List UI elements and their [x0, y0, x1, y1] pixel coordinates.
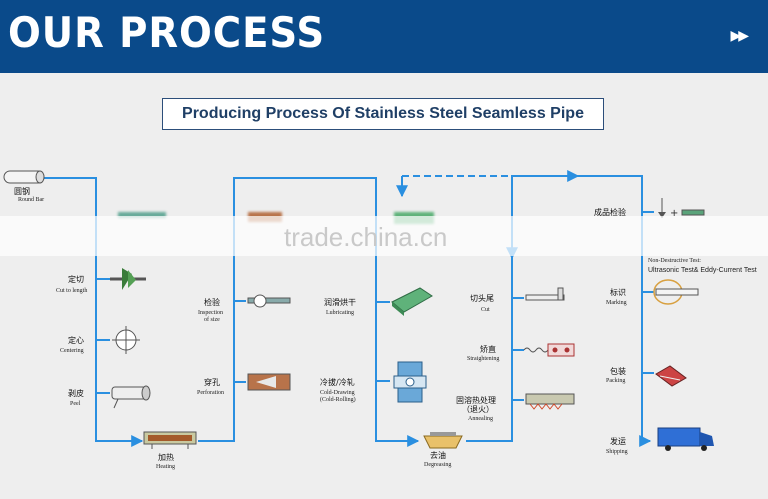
cut-to-length-zh: 定切 — [68, 274, 84, 284]
heating-furnace-icon — [143, 431, 197, 449]
marking-zh: 标识 — [610, 287, 626, 297]
cut-zh: 切头尾 — [470, 293, 494, 303]
finished-inspection-icon: + — [658, 198, 705, 219]
inspection-en2: of size — [204, 316, 220, 323]
double-chevron-right-icon[interactable]: ▶▶ — [730, 28, 748, 44]
lubricating-en: Lubricating — [326, 310, 354, 316]
marking-icon — [653, 279, 699, 305]
watermark-text: trade.china.cn — [284, 222, 448, 252]
perforation-en: Perforation — [197, 389, 224, 396]
peel-zh: 剥皮 — [68, 388, 84, 398]
annealing-en: Annealing — [468, 416, 493, 422]
cut-to-length-icon — [110, 268, 146, 290]
packing-zh: 包装 — [610, 366, 626, 376]
cold-drawing-en2: (Cold-Rolling) — [320, 396, 356, 403]
lubricating-rack-icon — [391, 287, 433, 316]
page-title: OUR PROCESS — [8, 8, 326, 57]
flow-line-col4 — [578, 175, 652, 447]
straightening-icon — [523, 343, 575, 357]
inspection-zh: 检验 — [204, 297, 220, 307]
cold-drawing-zh: 冷拔/冷轧 — [320, 377, 355, 387]
annealing-zh1: 固溶热处理 — [456, 395, 496, 405]
round-bar-en: Round Bar — [18, 197, 44, 203]
flow-line-col1 — [28, 177, 144, 447]
centering-zh: 定心 — [68, 335, 84, 345]
tests-line2: Ultrasonic Test& Eddy-Current Test — [648, 267, 757, 274]
header-banner: OUR PROCESS ▶▶ — [0, 0, 768, 73]
flow-line-col3 — [466, 170, 580, 442]
flow-line-col2 — [198, 177, 420, 447]
lubricating-zh: 润滑烘干 — [324, 297, 356, 307]
degreasing-tank-icon — [423, 432, 463, 449]
perforation-zh: 穿孔 — [204, 377, 220, 387]
tests-line1: Non-Destructive Test: — [648, 258, 701, 264]
straightening-zh: 矫直 — [480, 344, 496, 354]
centering-icon — [112, 326, 140, 354]
peel-en: Peel — [70, 401, 81, 407]
round-bar-icon — [3, 170, 45, 184]
centering-en: Centering — [60, 348, 84, 354]
inspection-en1: Inspection — [198, 310, 223, 316]
peel-icon — [111, 385, 151, 409]
perforation-icon — [247, 373, 291, 391]
annealing-zh2: （退火） — [462, 405, 494, 414]
packing-icon — [655, 365, 687, 387]
cold-drawing-icon — [393, 361, 427, 403]
shipping-en: Shipping — [606, 449, 628, 455]
shipping-zh: 发运 — [610, 436, 626, 446]
degreasing-en: Degreasing — [424, 462, 451, 468]
degreasing-zh: 去油 — [430, 450, 446, 460]
watermark-band — [0, 216, 768, 256]
heating-en: Heating — [156, 464, 175, 470]
cut-en: Cut — [481, 307, 490, 313]
packing-en: Packing — [606, 378, 625, 384]
heating-zh: 加热 — [158, 452, 174, 462]
straightening-en: Straightening — [467, 356, 499, 362]
annealing-furnace-icon — [525, 393, 575, 410]
flow-lines — [28, 170, 654, 447]
cold-drawing-en1: Cold-Drawing — [320, 390, 355, 396]
inspection-gauge-icon — [247, 294, 291, 308]
finished-inspection-zh: 成品检验 — [594, 207, 626, 217]
cut-end-icon — [525, 287, 565, 301]
shipping-truck-icon — [657, 427, 714, 451]
marking-en: Marking — [606, 300, 627, 306]
svg-text:+: + — [670, 208, 678, 219]
diagram-title: Producing Process Of Stainless Steel Sea… — [162, 98, 604, 130]
cut-to-length-en: Cut to length — [56, 288, 87, 294]
round-bar-zh: 圆钢 — [14, 186, 30, 196]
